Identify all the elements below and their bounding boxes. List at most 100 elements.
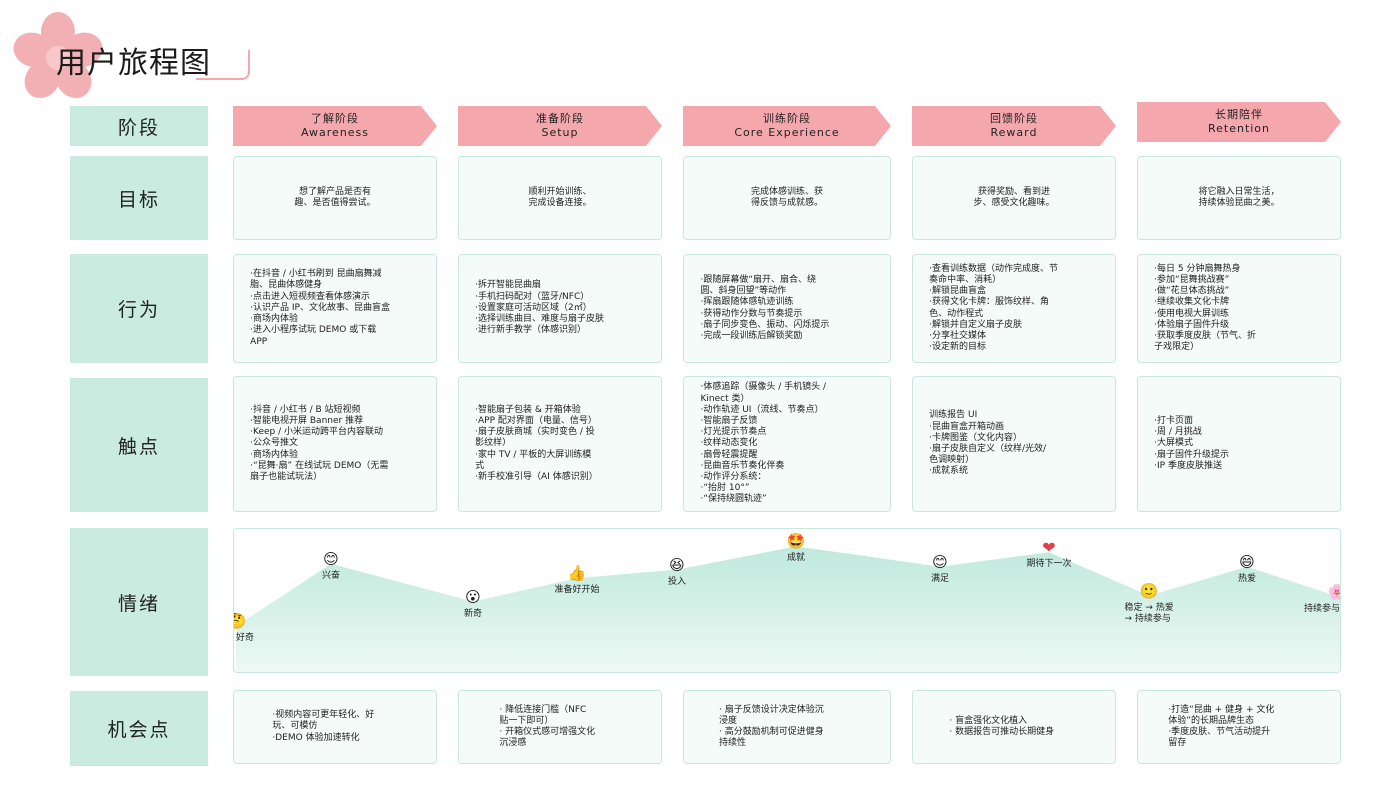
behavior-line: ·手机扫码配对（蓝牙/NFC）: [475, 291, 590, 302]
stage-name-en: Setup: [541, 126, 579, 139]
opportunity-line: ·季度皮肤、节气活动提升: [1168, 727, 1271, 737]
emotion-label-line: 准备好开始: [554, 585, 600, 596]
emotion-curve-area: [236, 546, 1340, 672]
behavior-line: 色、动作程式: [929, 308, 984, 319]
touchpoint-line: ·扇子固件升级提示: [1154, 449, 1230, 460]
behavior-line: ·解锁昆曲盲盒: [929, 286, 987, 297]
stage-setup: 准备阶段 Setup: [458, 106, 662, 146]
happy-face-icon: 😊: [932, 552, 948, 571]
stage-name: 回馈阶段: [990, 112, 1038, 125]
behavior-line: 子戏限定）: [1154, 342, 1200, 353]
touchpoint-cell-reward: 训练报告 UI ·昆曲盲盒开箱动画 ·卡牌图鉴（文化内容） ·扇子皮肤自定义（纹…: [912, 376, 1116, 512]
goal-line: 将它融入日常生活，: [1198, 186, 1280, 197]
goal-cell-awareness: 想了解产品是否有 趣、是否值得尝试。: [233, 156, 437, 240]
row-label-touchpoint: 触点: [70, 378, 208, 512]
emotion-label: 投入: [668, 577, 686, 588]
opportunity-line: · 扇子反馈设计决定体验沉: [719, 704, 824, 715]
goal-line: 得反馈与成就感。: [750, 198, 823, 208]
touchpoint-cell-setup: ·智能扇子包装 & 开箱体验 ·APP 配对界面（电量、信号） ·扇子皮肤商城（…: [458, 376, 662, 512]
behavior-cell-retention: ·每日 5 分钟扇舞热身 ·参加“昆舞挑战赛” ·做“花旦体态挑战” ·继续收集…: [1137, 254, 1341, 363]
emotion-label: 兴奋: [322, 571, 340, 582]
behavior-line: ·继续收集文化卡牌: [1154, 297, 1230, 308]
touchpoint-line: ·灯光提示节奏点: [700, 427, 767, 438]
behavior-line: ·使用电视大屏训练: [1154, 308, 1230, 319]
behavior-line: ·做“花旦体态挑战”: [1154, 286, 1230, 297]
emotion-label: 热爱: [1238, 574, 1256, 585]
opportunity-cell-core-experience: · 扇子反馈设计决定体验沉 浸度 · 高分鼓励机制可促进健身 持续性: [683, 690, 891, 764]
touchpoint-line: ·大屏模式: [1154, 438, 1194, 449]
stage-name: 长期陪伴: [1215, 108, 1263, 121]
behavior-line: ·进入小程序试玩 DEMO 或下载: [250, 325, 377, 336]
emotion-curve-panel: 🤔好奇😊兴奋😮新奇👍准备好开始😆投入🤩成就😊满足❤期待下一次🙂稳定 → 热爱→ …: [233, 528, 1341, 673]
behavior-line: APP: [250, 336, 268, 347]
behavior-line: ·挥扇跟随体感轨迹训练: [700, 297, 794, 308]
opportunity-line: 浸度: [719, 715, 738, 726]
emotion-curve-chart: [236, 546, 1340, 672]
touchpoint-line: ·Keep / 小米运动跨平台内容联动: [250, 427, 384, 438]
behavior-line: ·在抖音 / 小红书刷到 昆曲扇舞减: [250, 269, 382, 280]
goal-line: 持续体验昆曲之美。: [1198, 198, 1280, 208]
star-struck-face-icon: 🤩: [786, 532, 806, 551]
behavior-line: ·跟随屏幕做“扇开、扇合、绕: [700, 274, 817, 285]
touchpoint-line: 影纹样）: [475, 438, 512, 449]
calm-face-icon: 🙂: [1139, 581, 1159, 600]
smiling-face-icon: 😊: [323, 549, 339, 568]
emotion-label-line: 投入: [668, 576, 687, 587]
emotion-label: 准备好开始: [555, 585, 600, 596]
emotion-label: 持续参与: [1304, 604, 1340, 615]
stage-name-en: Awareness: [300, 126, 370, 139]
emotion-label: 新奇: [464, 609, 482, 620]
touchpoint-line: ·打卡页面: [1154, 415, 1194, 426]
flower-icon: 🌸: [1328, 583, 1340, 601]
opportunity-line: 玩、可模仿: [272, 721, 318, 732]
behavior-line: 脂、昆曲体感健身: [250, 280, 323, 291]
touchpoint-line: 式: [475, 460, 485, 471]
goal-line: 获得奖励、看到进: [977, 186, 1050, 197]
behavior-line: ·分享社交媒体: [929, 330, 987, 341]
emotion-label: 好奇: [236, 633, 254, 644]
touchpoint-cell-core-experience: ·体感追踪（摄像头 / 手机镜头 / Kinect 类） ·动作轨迹 UI（流线…: [683, 376, 891, 512]
touchpoint-line: ·扇子皮肤商城（实时变色 / 投: [475, 427, 595, 438]
touchpoint-line: ·家中 TV / 平板的大屏训练模: [475, 449, 592, 460]
behavior-cell-reward: ·查看训练数据（动作完成度、节 奏命中率、消耗） ·解锁昆曲盲盒 ·获得文化卡牌…: [912, 254, 1116, 363]
touchpoint-line: ·商场内体验: [250, 449, 299, 460]
touchpoint-line: ·公众号推文: [250, 438, 299, 449]
opportunity-line: · 数据报告可推动长期健身: [949, 727, 1055, 737]
behavior-line: ·参加“昆舞挑战赛”: [1154, 274, 1230, 285]
touchpoint-line: ·动作评分系统：: [700, 472, 767, 482]
behavior-line: ·拆开智能昆曲扇: [475, 280, 542, 291]
emotion-label-line: → 持续参与: [1124, 613, 1171, 624]
stage-core-experience: 训练阶段 Core Experience: [683, 106, 891, 146]
goal-cell-setup: 顺利开始训练、 完成设备连接。: [458, 156, 662, 240]
opportunity-line: · 盲盒强化文化植入: [949, 715, 1028, 726]
behavior-line: 圆、斜身回望”等动作: [700, 286, 787, 297]
behavior-line: ·每日 5 分钟扇舞热身: [1154, 263, 1241, 274]
opportunity-line: 沉浸感: [499, 738, 527, 749]
emotion-label-line: 稳定 → 热爱: [1124, 602, 1174, 613]
touchpoint-line: ·动作轨迹 UI（流线、节奏点）: [700, 404, 824, 415]
touchpoint-line: ·APP 配对界面（电量、信号）: [475, 415, 597, 426]
stage-retention: 长期陪伴 Retention: [1137, 102, 1341, 142]
behavior-cell-awareness: ·在抖音 / 小红书刷到 昆曲扇舞减 脂、昆曲体感健身 ·点击进入短视频查看体感…: [233, 254, 437, 363]
row-label-emotion: 情绪: [70, 528, 208, 676]
behavior-line: ·获取季度皮肤（节气、折: [1154, 330, 1257, 341]
touchpoint-line: ·卡牌图鉴（文化内容）: [929, 432, 1023, 443]
opportunity-line: ·DEMO 体验加速转化: [272, 732, 360, 743]
opportunity-cell-awareness: ·视频内容可更年轻化、好 玩、可模仿 ·DEMO 体验加速转化: [233, 690, 437, 764]
touchpoint-line: ·扇子皮肤自定义（纹样/光效/: [929, 444, 1047, 454]
touchpoint-line: ·昆曲音乐节奏化伴奏: [700, 460, 785, 471]
touchpoint-line: ·新手校准引导（AI 体感识别）: [475, 472, 598, 482]
touchpoint-line: ·智能扇子包装 & 开箱体验: [475, 404, 581, 415]
touchpoint-line: ·“昆舞·扇” 在线试玩 DEMO（无需: [250, 460, 389, 471]
stage-name-en: Reward: [990, 126, 1038, 139]
behavior-line: ·扇子同步变色、振动、闪烁提示: [700, 319, 830, 330]
emotion-label-line: 热爱: [1238, 573, 1257, 584]
stage-name: 训练阶段: [763, 112, 811, 125]
touchpoint-line: ·智能扇子反馈: [700, 415, 758, 426]
opportunity-cell-reward: · 盲盒强化文化植入 · 数据报告可推动长期健身: [912, 690, 1116, 764]
opportunity-line: ·视频内容可更年轻化、好: [272, 710, 375, 721]
touchpoint-line: ·昆曲盲盒开箱动画: [929, 421, 1005, 432]
behavior-line: ·设定新的目标: [929, 342, 987, 353]
surprised-face-icon: 😮: [465, 587, 481, 606]
goal-cell-retention: 将它融入日常生活， 持续体验昆曲之美。: [1137, 156, 1341, 240]
